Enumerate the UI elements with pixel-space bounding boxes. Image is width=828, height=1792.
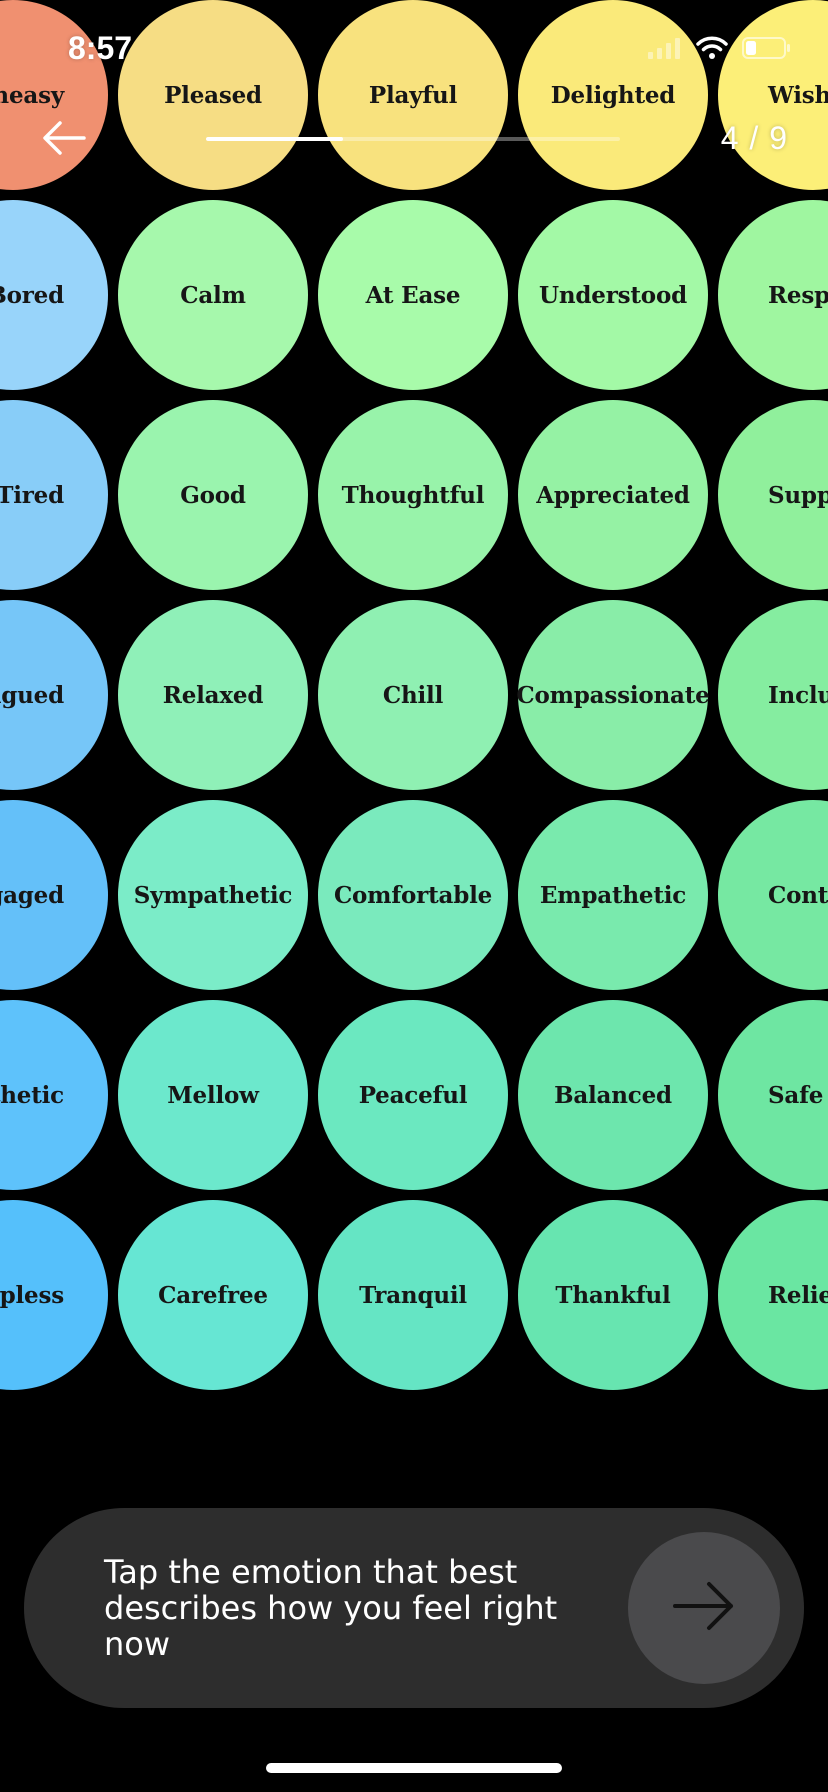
emotion-bubble[interactable]: Relaxed	[118, 600, 308, 790]
emotion-bubble[interactable]: Carefree	[118, 1200, 308, 1390]
prompt-text: Tap the emotion that best describes how …	[104, 1553, 558, 1663]
emotion-label: Relieved	[768, 1281, 828, 1309]
emotion-bubble[interactable]: Compassionate	[516, 600, 710, 790]
arrow-left-icon	[40, 118, 88, 163]
emotion-label: Wishful	[768, 81, 828, 109]
emotion-label: Supported	[768, 481, 828, 509]
emotion-bubble[interactable]: Safe	[718, 1000, 828, 1190]
emotion-bubble[interactable]: Tranquil	[318, 1200, 508, 1390]
emotion-label: Balanced	[554, 1081, 672, 1109]
progress-bar	[206, 137, 620, 141]
progress-bar-fill	[206, 137, 343, 141]
emotion-label: Empathetic	[539, 881, 687, 909]
emotion-bubble[interactable]: Bored	[0, 200, 108, 390]
emotion-label: Good	[180, 481, 246, 509]
emotion-bubble[interactable]: Supported	[718, 400, 828, 590]
emotion-label: Tranquil	[359, 1281, 467, 1309]
emotion-bubble[interactable]: Appreciated	[518, 400, 708, 590]
emotion-label: Bored	[0, 281, 64, 309]
emotion-label: Carefree	[158, 1281, 268, 1309]
emotion-label: Helpless	[0, 1281, 64, 1309]
emotion-label: Relaxed	[162, 681, 264, 709]
emotion-label: Included	[768, 681, 828, 709]
emotion-label: Comfortable	[333, 881, 493, 909]
emotion-bubble[interactable]: Balanced	[518, 1000, 708, 1190]
emotion-label: Uneasy	[0, 81, 64, 109]
emotion-label: Fatigued	[0, 681, 64, 709]
emotion-bubble[interactable]: Wishful	[718, 0, 828, 190]
emotion-label: Safe	[768, 1081, 824, 1109]
emotion-grid: Uneasy Pleased Playful Delighted WishfulBore…	[0, 0, 828, 1390]
emotion-bubble[interactable]: Disengaged	[0, 800, 108, 990]
emotion-bubble[interactable]: Understood	[518, 200, 708, 390]
emotion-bubble[interactable]: At Ease	[318, 200, 508, 390]
emotion-bubble[interactable]: Empathetic	[518, 800, 708, 990]
emotion-label: Pleased	[164, 81, 262, 109]
emotion-label: Content	[768, 881, 828, 909]
emotion-label: Thankful	[555, 1281, 671, 1309]
emotion-label: Disengaged	[0, 881, 64, 909]
emotion-label: At Ease	[365, 281, 461, 309]
emotion-label: Respected	[768, 281, 828, 309]
emotion-bubble[interactable]: Respected	[718, 200, 828, 390]
emotion-bubble[interactable]: Comfortable	[318, 800, 508, 990]
emotion-bubble[interactable]: Apathetic	[0, 1000, 108, 1190]
emotion-label: Delighted	[550, 81, 676, 109]
emotion-label: Mellow	[167, 1081, 259, 1109]
emotion-label: Peaceful	[358, 1081, 468, 1109]
emotion-bubble[interactable]: Helpless	[0, 1200, 108, 1390]
emotion-label: Compassionate	[516, 681, 710, 709]
emotion-bubble[interactable]: Fatigued	[0, 600, 108, 790]
emotion-bubble[interactable]: Mellow	[118, 1000, 308, 1190]
emotion-bubble[interactable]: Delighted	[518, 0, 708, 190]
emotion-label: Chill	[382, 681, 444, 709]
emotion-bubble[interactable]: Relieved	[718, 1200, 828, 1390]
emotion-label: Playful	[368, 81, 458, 109]
emotion-bubble[interactable]: Chill	[318, 600, 508, 790]
emotion-label: Tired	[0, 481, 64, 509]
emotion-label: Thoughtful	[341, 481, 485, 509]
back-button[interactable]	[36, 112, 92, 168]
prompt-panel: Tap the emotion that best describes how …	[24, 1508, 804, 1708]
emotion-bubble[interactable]: Pleased	[118, 0, 308, 190]
emotion-bubble[interactable]: Thankful	[518, 1200, 708, 1390]
home-indicator	[266, 1763, 562, 1773]
emotion-bubble[interactable]: Calm	[118, 200, 308, 390]
emotion-bubble[interactable]: Tired	[0, 400, 108, 590]
emotion-bubble[interactable]: Good	[118, 400, 308, 590]
emotion-bubble[interactable]: Peaceful	[318, 1000, 508, 1190]
emotion-bubble[interactable]: Content	[718, 800, 828, 990]
emotion-label: Sympathetic	[133, 881, 293, 909]
emotion-bubble[interactable]: Thoughtful	[318, 400, 508, 590]
emotion-label: Calm	[180, 281, 246, 309]
arrow-right-icon	[671, 1578, 737, 1639]
emotion-label: Understood	[539, 281, 687, 309]
emotion-label: Appreciated	[536, 481, 690, 509]
emotion-bubble[interactable]: Sympathetic	[118, 800, 308, 990]
step-counter: 4 / 9	[720, 120, 788, 156]
emotion-bubble[interactable]: Playful	[318, 0, 508, 190]
next-button[interactable]	[628, 1532, 780, 1684]
emotion-label: Apathetic	[0, 1081, 64, 1109]
emotion-bubble[interactable]: Included	[718, 600, 828, 790]
